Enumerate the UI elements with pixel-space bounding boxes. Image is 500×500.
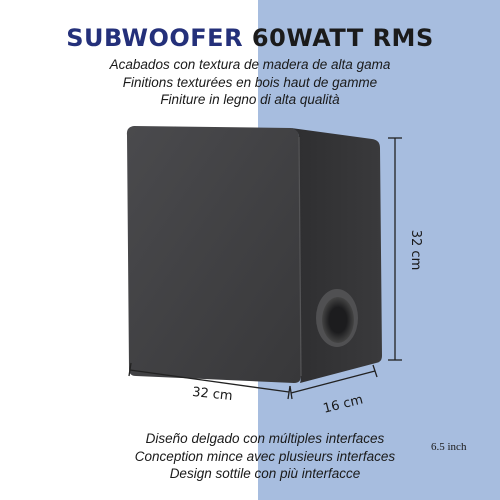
depth-label: 16 cm — [322, 392, 365, 416]
title-brand: SUBWOOFER — [66, 24, 244, 52]
feature-italian: Design sottile con più interfacce — [169, 466, 361, 481]
bass-port-opening — [322, 297, 354, 343]
page-title: SUBWOOFER 60WATT RMS — [0, 24, 500, 52]
cabinet-side-face — [291, 128, 382, 383]
width-dimension — [128, 362, 291, 400]
subtitle-list: Acabados con textura de madera de alta g… — [0, 56, 500, 109]
width-label: 32 cm — [191, 385, 233, 404]
subtitle-italian: Finiture in legno di alta qualità — [160, 92, 340, 107]
driver-size-label: 6.5 inch — [431, 441, 467, 453]
feature-list: Diseño delgado con múltiples interfaces … — [0, 430, 500, 483]
height-label: 32 cm — [408, 230, 423, 271]
subtitle-spanish: Acabados con textura de madera de alta g… — [109, 57, 391, 72]
feature-spanish: Diseño delgado con múltiples interfaces — [145, 431, 385, 446]
feature-french: Conception mince avec plusieurs interfac… — [134, 448, 396, 464]
cabinet-front-face — [126, 126, 301, 383]
title-rating: 60WATT RMS — [251, 24, 434, 52]
subtitle-french: Finitions texturées en bois haut de gamm… — [122, 74, 378, 90]
depth-dimension — [289, 364, 378, 400]
height-dimension — [388, 137, 402, 361]
subwoofer-cabinet — [126, 126, 382, 383]
